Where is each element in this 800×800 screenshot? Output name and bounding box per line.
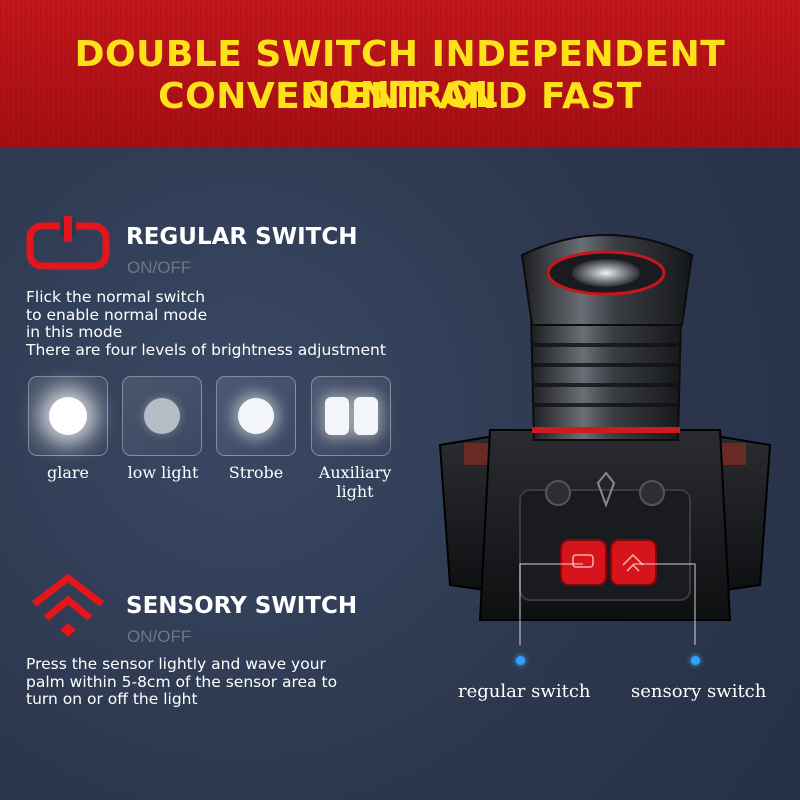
mode-label-low-light: low light (127, 463, 199, 482)
regular-switch-subtitle: ON/OFF (127, 258, 192, 277)
mode-tile-strobe (216, 376, 296, 456)
regular-switch-title: REGULAR SWITCH (126, 224, 358, 250)
description-line: in this mode (26, 323, 123, 341)
auxiliary-light-icon (325, 397, 379, 435)
banner-title-line-1: DOUBLE SWITCH INDEPENDENT CONTROL (74, 34, 726, 116)
headlamp-product-image (438, 234, 772, 645)
low-light-icon (144, 398, 180, 434)
header-banner: DOUBLE SWITCH INDEPENDENT CONTROL CONVEN… (0, 0, 800, 148)
mode-label-glare: glare (46, 463, 89, 482)
description-line: Flick the normal switch (26, 288, 206, 306)
description-line: to enable normal mode (26, 305, 208, 324)
mode-label-strobe: Strobe (228, 463, 284, 482)
glare-light-icon (49, 397, 87, 435)
sensory-switch-title: SENSORY SWITCH (126, 593, 358, 619)
sensory-switch-subtitle: ON/OFF (127, 627, 192, 646)
description-line: turn on or off the light (26, 690, 198, 708)
description-line: Press the sensor lightly and wave your (26, 655, 326, 673)
sensory-switch-description: Press the sensor lightly and wave your p… (26, 655, 338, 709)
sensory-switch-button[interactable] (610, 539, 657, 586)
sensory-switch-marker (691, 656, 700, 665)
regular-switch-marker (516, 656, 525, 665)
mode-tile-low-light (122, 376, 202, 456)
sensor-wave-icon (31, 574, 105, 637)
power-icon (26, 216, 110, 270)
callout-regular-switch: regular switch (458, 681, 591, 702)
regular-switch-description: Flick the normal switch to enable normal… (26, 288, 386, 359)
strobe-light-icon (238, 398, 274, 434)
mode-label-auxiliary: Auxiliary light (318, 463, 392, 501)
mode-tile-glare (28, 376, 108, 456)
banner-title-line-2: CONVENIENT AND FAST (158, 76, 642, 117)
mode-tile-auxiliary (311, 376, 391, 456)
regular-switch-button[interactable] (560, 539, 607, 586)
description-line: palm within 5-8cm of the sensor area to (26, 672, 338, 691)
description-line: There are four levels of brightness adju… (26, 340, 386, 359)
callout-sensory-switch: sensory switch (631, 681, 767, 702)
